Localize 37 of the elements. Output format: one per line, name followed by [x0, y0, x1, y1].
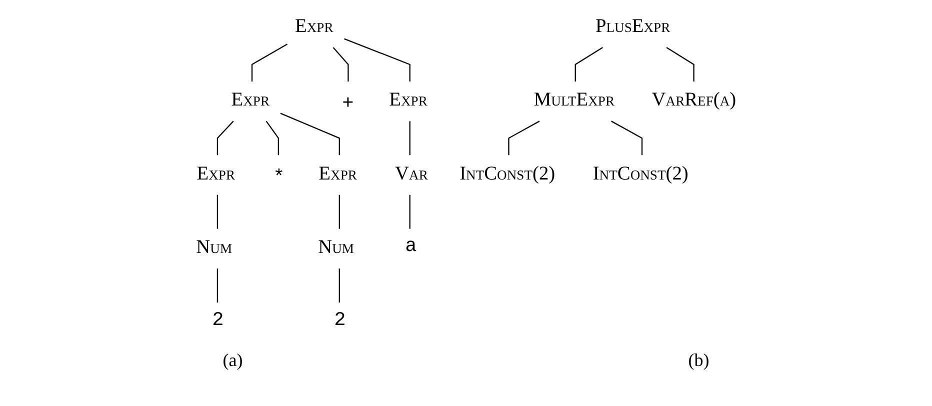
connector	[216, 194, 218, 229]
connector	[409, 121, 410, 156]
node-text: Expr	[389, 89, 428, 111]
node-text: Num	[196, 236, 232, 258]
panel-label: (b)	[688, 350, 710, 371]
connector	[508, 120, 540, 156]
connector	[338, 194, 340, 229]
node-text: Expr	[318, 162, 357, 184]
connector	[338, 268, 340, 302]
connector	[574, 47, 603, 82]
connector	[611, 120, 643, 156]
connector	[216, 268, 218, 302]
node-text: Num	[318, 236, 354, 258]
node-text: MultExpr	[534, 89, 615, 111]
node-text: +	[342, 93, 354, 116]
connector	[216, 120, 234, 156]
node-text: 2	[334, 309, 346, 332]
node-text: Expr	[196, 162, 235, 184]
node-text: Expr	[231, 89, 270, 111]
node-text: Expr	[295, 16, 334, 37]
node-text: 2	[212, 309, 224, 332]
node-text: IntConst(2)	[592, 162, 688, 184]
connector	[344, 38, 410, 82]
connector	[251, 44, 288, 82]
connector	[409, 194, 410, 229]
panel-label: (a)	[222, 350, 243, 371]
node-text: PlusExpr	[595, 16, 670, 37]
connector	[332, 47, 349, 82]
connector	[280, 112, 340, 156]
tree-diagram: Expr Expr + Expr Expr * Expr Var Num Num a 2 2 PlusExpr MultExpr VarRef(a) IntConst(2) IntConst(2)	[0, 0, 932, 350]
node-text: VarRef(a)	[652, 89, 736, 111]
node-text: Var	[395, 162, 428, 184]
node-text: a	[405, 236, 417, 258]
node-text: *	[273, 166, 285, 190]
node-text: IntConst(2)	[460, 162, 556, 184]
connector	[666, 47, 694, 82]
connector	[266, 120, 280, 156]
